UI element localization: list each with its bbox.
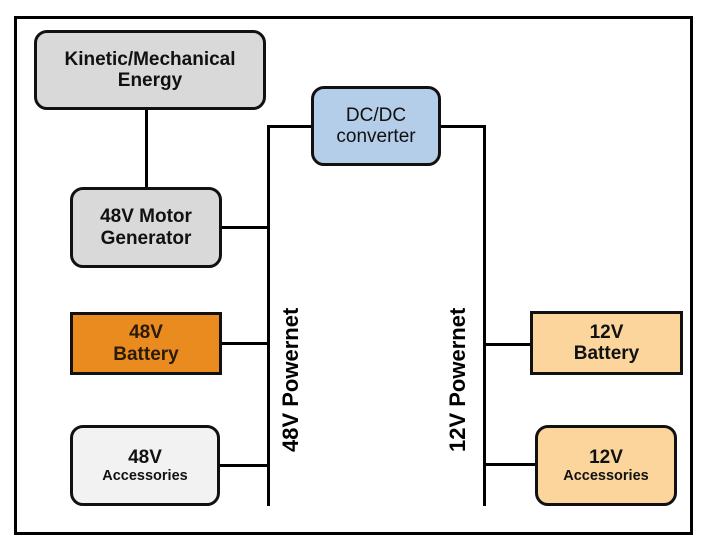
- bus-48v-line: [267, 125, 270, 506]
- node-battery48-line2: Battery: [113, 343, 179, 365]
- node-12v-accessories: 12V Accessories: [535, 425, 677, 506]
- node-motor-line1: 48V Motor: [100, 206, 192, 228]
- edge-battery12-bus12: [484, 343, 532, 346]
- node-acc48-line1: 48V: [128, 446, 162, 468]
- bus-12v-line: [483, 125, 486, 506]
- node-kinetic-line2: Energy: [117, 70, 183, 91]
- node-acc12-line2: Accessories: [563, 468, 649, 485]
- node-dcdc-line1: DC/DC: [345, 104, 407, 126]
- node-acc48-line2: Accessories: [102, 468, 188, 485]
- node-battery48-line1: 48V: [129, 322, 163, 344]
- node-acc12-line1: 12V: [589, 446, 623, 468]
- node-kinetic-mechanical-energy: Kinetic/Mechanical Energy: [34, 30, 266, 110]
- edge-bus48-dcdc: [267, 125, 313, 128]
- bus-48v-label: 48V Powernet: [278, 307, 303, 452]
- edge-acc12-bus12: [484, 463, 538, 466]
- edge-kinetic-motor: [145, 108, 148, 190]
- node-dcdc-converter: DC/DC converter: [311, 86, 441, 166]
- node-48v-motor-generator: 48V Motor Generator: [70, 187, 222, 268]
- node-48v-battery: 48V Battery: [70, 312, 222, 375]
- node-12v-battery: 12V Battery: [530, 311, 683, 375]
- node-battery12-line2: Battery: [573, 343, 640, 364]
- node-kinetic-line1: Kinetic/Mechanical: [64, 48, 236, 70]
- node-dcdc-line2: converter: [336, 126, 416, 147]
- node-battery12-line1: 12V: [589, 321, 624, 343]
- bus-12v-label: 12V Powernet: [445, 307, 470, 452]
- edge-acc48-bus48: [219, 464, 268, 467]
- node-motor-line2: Generator: [100, 227, 192, 249]
- edge-dcdc-bus12: [438, 125, 486, 128]
- edge-motor-bus48: [220, 226, 268, 229]
- node-48v-accessories: 48V Accessories: [70, 425, 220, 506]
- edge-battery48-bus48: [221, 342, 268, 345]
